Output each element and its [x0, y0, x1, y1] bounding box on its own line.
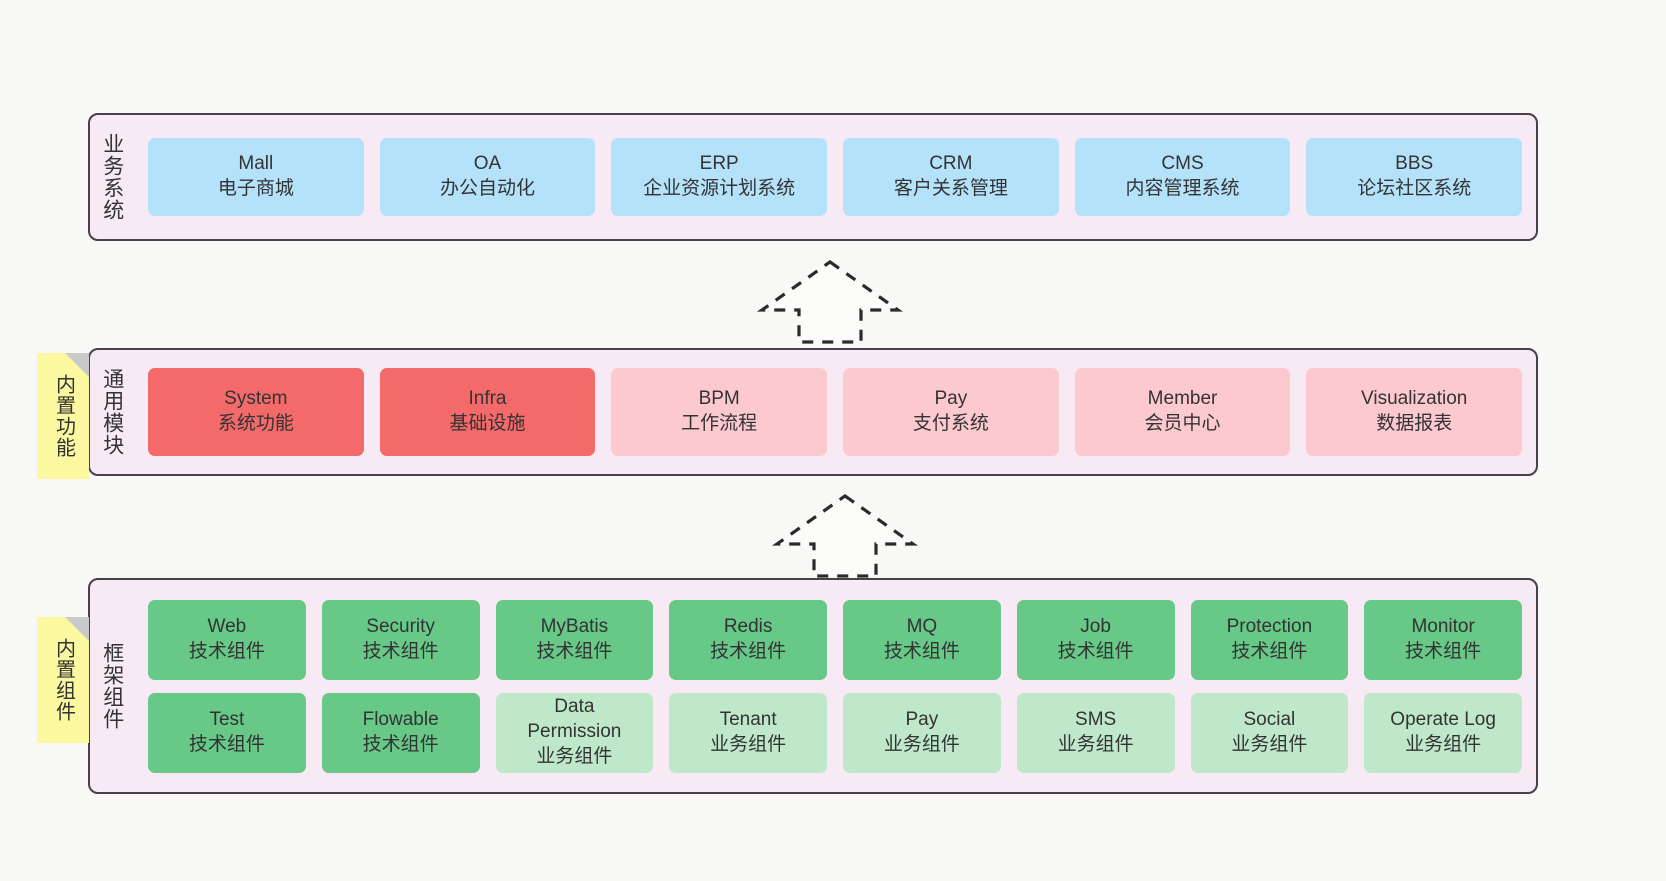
framework-card-mq[interactable]: MQ 技术组件: [843, 599, 1001, 680]
framework-card-flowable[interactable]: Flowable 技术组件: [321, 692, 480, 773]
card-title: Pay: [905, 708, 939, 730]
card-title: Tenant: [719, 708, 777, 730]
card-subtitle: 会员中心: [1144, 413, 1221, 434]
module-card-visualization[interactable]: Visualization 数据报表: [1306, 368, 1523, 456]
framework-card-security[interactable]: Security 技术组件: [321, 599, 480, 680]
card-subtitle: 支付系统: [912, 413, 989, 434]
card-subtitle: 企业资源计划系统: [643, 178, 796, 199]
card-title: Test: [209, 708, 245, 730]
card-subtitle: 业务组件: [1057, 733, 1134, 755]
common-module-card-row: System 系统功能 Infra 基础设施 BPM 工作流程 Pay 支付系统 Member 会…: [134, 350, 1536, 474]
card-subtitle: 技术组件: [883, 640, 960, 662]
business-system-card-row: Mall 电子商城 OA 办公自动化 ERP 企业资源计划系统 CRM 客户关系管理 CMS 内容…: [134, 115, 1536, 239]
framework-card-monitor[interactable]: Monitor 技术组件: [1364, 599, 1522, 680]
business-system-layer-label: 业务系统: [100, 133, 124, 221]
card-subtitle: 工作流程: [681, 413, 758, 434]
common-module-layer: 通用模块 System 系统功能 Infra 基础设施 BPM 工作流程 Pay 支付系统 Me…: [88, 348, 1538, 476]
card-title: Social: [1243, 708, 1296, 730]
framework-card-test[interactable]: Test 技术组件: [148, 692, 306, 773]
framework-card-web[interactable]: Web 技术组件: [148, 599, 306, 680]
card-subtitle: 电子商城: [217, 178, 294, 199]
framework-card-sms[interactable]: SMS 业务组件: [1016, 692, 1175, 773]
module-card-member[interactable]: Member 会员中心: [1074, 368, 1291, 456]
framework-card-operate-log[interactable]: Operate Log 业务组件: [1364, 692, 1522, 773]
framework-component-layer-label: 框架组件: [100, 642, 124, 730]
card-title: Protection: [1226, 615, 1313, 637]
card-subtitle: 技术组件: [188, 640, 265, 662]
build-arrow: [756, 260, 904, 344]
card-title: Pay: [934, 388, 968, 410]
card-subtitle: 技术组件: [536, 640, 613, 662]
builtin-function-sticky-note: 内置功能: [37, 353, 89, 479]
builtin-component-sticky-note: 内置组件: [37, 617, 89, 743]
card-title: Web: [207, 615, 247, 637]
card-subtitle: 系统功能: [217, 413, 294, 434]
card-subtitle: 基础设施: [449, 413, 526, 434]
framework-card-job[interactable]: Job 技术组件: [1016, 599, 1175, 680]
card-subtitle: 技术组件: [710, 640, 787, 662]
card-title: Security: [366, 615, 435, 637]
card-title: System: [224, 388, 288, 410]
card-title: Member: [1147, 388, 1218, 410]
card-subtitle: 客户关系管理: [893, 178, 1008, 199]
module-card-bpm[interactable]: BPM 工作流程: [611, 368, 828, 456]
card-subtitle: 业务组件: [883, 733, 960, 755]
card-title: CRM: [929, 153, 973, 175]
card-title: Data Permission: [527, 696, 622, 743]
card-subtitle: 技术组件: [362, 733, 439, 755]
card-title: Flowable: [362, 708, 439, 730]
framework-card-social[interactable]: Social 业务组件: [1190, 692, 1349, 773]
business-card-crm[interactable]: CRM 客户关系管理: [843, 138, 1059, 216]
module-card-system[interactable]: System 系统功能: [148, 368, 364, 456]
card-title: BBS: [1395, 153, 1434, 175]
card-title: Job: [1080, 615, 1111, 637]
card-title: Redis: [723, 615, 773, 637]
card-title: OA: [473, 153, 502, 175]
card-subtitle: 技术组件: [188, 733, 265, 755]
card-subtitle: 技术组件: [1231, 640, 1308, 662]
business-card-erp[interactable]: ERP 企业资源计划系统: [611, 138, 828, 216]
framework-card-mybatis[interactable]: MyBatis 技术组件: [495, 599, 654, 680]
card-subtitle: 技术组件: [1405, 640, 1482, 662]
card-title: Operate Log: [1390, 708, 1496, 730]
business-card-cms[interactable]: CMS 内容管理系统: [1074, 138, 1291, 216]
module-card-infra[interactable]: Infra 基础设施: [379, 368, 596, 456]
card-subtitle: 业务组件: [1405, 733, 1482, 755]
framework-card-pay[interactable]: Pay 业务组件: [843, 692, 1001, 773]
card-title: MyBatis: [540, 615, 609, 637]
card-subtitle: 论坛社区系统: [1357, 178, 1472, 199]
business-card-mall[interactable]: Mall 电子商城: [148, 138, 364, 216]
business-card-bbs[interactable]: BBS 论坛社区系统: [1306, 138, 1523, 216]
framework-card-redis[interactable]: Redis 技术组件: [669, 599, 827, 680]
card-title: Infra: [468, 388, 507, 410]
card-subtitle: 内容管理系统: [1125, 178, 1240, 199]
card-subtitle: 办公自动化: [440, 178, 536, 199]
implement-arrow: [771, 494, 919, 578]
business-system-layer: 业务系统 Mall 电子商城 OA 办公自动化 ERP 企业资源计划系统 CRM 客户关系管理…: [88, 113, 1538, 241]
card-title: Mall: [238, 153, 274, 175]
card-title: Monitor: [1411, 615, 1475, 637]
card-title: Visualization: [1361, 388, 1468, 410]
card-subtitle: 业务组件: [710, 733, 787, 755]
module-card-pay[interactable]: Pay 支付系统: [843, 368, 1059, 456]
card-title: SMS: [1075, 708, 1117, 730]
card-subtitle: 技术组件: [362, 640, 439, 662]
card-title: BPM: [698, 388, 740, 410]
framework-card-protection[interactable]: Protection 技术组件: [1190, 599, 1349, 680]
card-title: CMS: [1161, 153, 1204, 175]
business-card-oa[interactable]: OA 办公自动化: [379, 138, 596, 216]
card-subtitle: 业务组件: [536, 745, 613, 767]
common-module-layer-label: 通用模块: [100, 368, 124, 456]
card-subtitle: 业务组件: [1231, 733, 1308, 755]
framework-card-tenant[interactable]: Tenant 业务组件: [669, 692, 827, 773]
card-subtitle: 技术组件: [1057, 640, 1134, 662]
card-title: ERP: [699, 153, 739, 175]
card-subtitle: 数据报表: [1376, 413, 1453, 434]
card-title: MQ: [906, 615, 938, 637]
